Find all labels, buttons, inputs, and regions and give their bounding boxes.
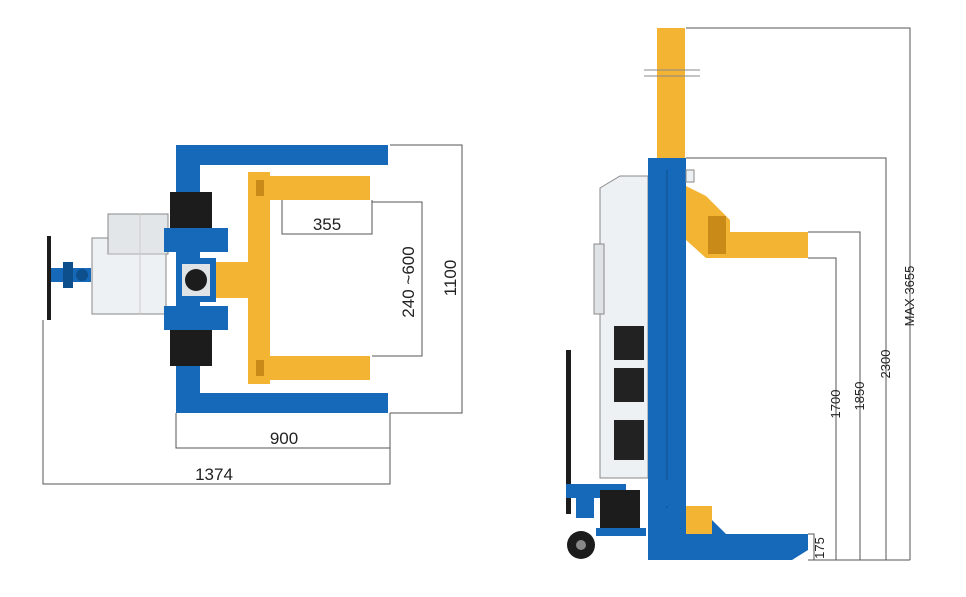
top-view-dimensions: 355 240 ~600 1100 900 1374 (42, 144, 463, 485)
column-top-view (176, 258, 216, 302)
steering-handle (47, 236, 91, 320)
dim-240-600: 240 ~600 (399, 246, 418, 317)
lifting-carriage (212, 172, 370, 384)
dim-max-3655: MAX 3655 (902, 266, 917, 327)
motor-housing (91, 213, 169, 315)
dim-900: 900 (270, 429, 298, 448)
vent-grille-upper (614, 326, 644, 460)
base-frame (164, 145, 388, 413)
side-carriage (685, 169, 808, 258)
side-view: MAX 3655 2300 1850 1700 175 (566, 27, 917, 561)
wheels (170, 192, 212, 366)
side-handle-wheel (566, 350, 646, 559)
side-view-dimensions: MAX 3655 2300 1850 1700 175 (686, 27, 917, 561)
dim-1850: 1850 (852, 382, 867, 411)
top-view: 355 240 ~600 1100 900 1374 (42, 144, 463, 485)
extended-mast (644, 28, 700, 160)
dim-1700: 1700 (828, 390, 843, 419)
dim-355: 355 (313, 215, 341, 234)
side-housing (593, 175, 649, 479)
dim-1100: 1100 (441, 260, 460, 297)
dim-2300: 2300 (878, 350, 893, 379)
side-base (648, 480, 808, 560)
dim-1374: 1374 (195, 465, 233, 484)
dim-175: 175 (812, 537, 827, 559)
